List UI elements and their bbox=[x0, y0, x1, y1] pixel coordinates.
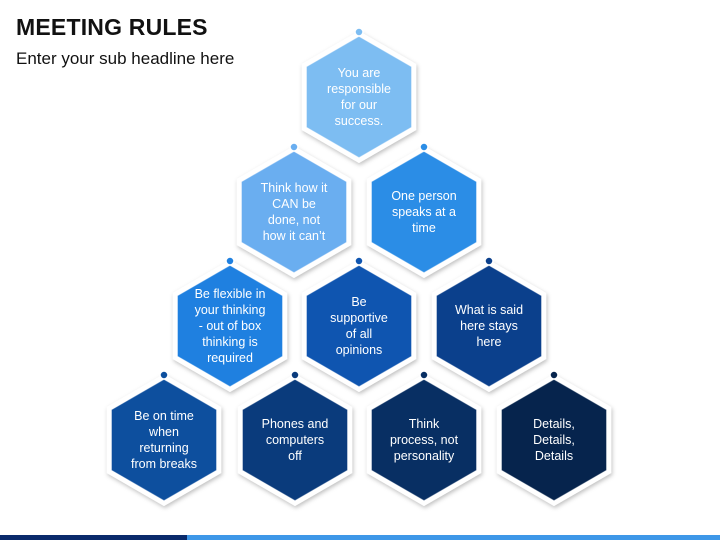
hexagon-9 bbox=[371, 379, 477, 501]
hexagon-top-dot-9 bbox=[419, 370, 429, 380]
bottom-bar-light-segment bbox=[187, 535, 720, 540]
hexagon-top-dot-5 bbox=[354, 256, 364, 266]
hexagon-5 bbox=[306, 265, 412, 387]
hexagon-label-8: Phones and computers off bbox=[261, 417, 329, 463]
hexagon-3 bbox=[371, 151, 477, 273]
hexagon-top-dot-1 bbox=[354, 27, 364, 37]
hexagon-top-dot-3 bbox=[419, 142, 429, 152]
hexagon-label-6: What is said here stays here bbox=[454, 303, 524, 349]
hexagon-label-10: Details, Details, Details bbox=[533, 417, 575, 463]
page-subtitle: Enter your sub headline here bbox=[16, 49, 235, 68]
hexagon-label-1: You are responsible for our success. bbox=[327, 66, 391, 128]
bottom-bar-dark-segment bbox=[0, 535, 188, 540]
hexagon-6 bbox=[436, 265, 542, 387]
hexagon-10 bbox=[501, 379, 607, 501]
hexagon-top-dot-7 bbox=[159, 370, 169, 380]
hexagon-4 bbox=[177, 265, 283, 387]
hexagon-label-5: Be supportive of all opinions bbox=[330, 295, 388, 357]
hexagon-top-dot-8 bbox=[290, 370, 300, 380]
hexagon-8 bbox=[242, 379, 348, 501]
hexagon-label-4: Be flexible in your thinking - out of bo… bbox=[194, 287, 266, 365]
hexagon-1 bbox=[306, 36, 412, 158]
hexagon-label-9: Think process, not personality bbox=[389, 417, 459, 463]
hexagon-top-dot-6 bbox=[484, 256, 494, 266]
page-title: MEETING RULES bbox=[16, 14, 208, 40]
bottom-accent-bar bbox=[0, 535, 720, 540]
hexagon-top-dot-10 bbox=[549, 370, 559, 380]
hexagon-2 bbox=[241, 151, 347, 273]
hexagon-label-7: Be on time when returning from breaks bbox=[131, 409, 197, 471]
hexagon-label-2: Think how it CAN be done, not how it can… bbox=[260, 181, 328, 243]
hexagon-top-dot-4 bbox=[225, 256, 235, 266]
hexagon-7 bbox=[111, 379, 217, 501]
hexagon-top-dot-2 bbox=[289, 142, 299, 152]
hexagon-label-3: One person speaks at a time bbox=[391, 189, 457, 235]
